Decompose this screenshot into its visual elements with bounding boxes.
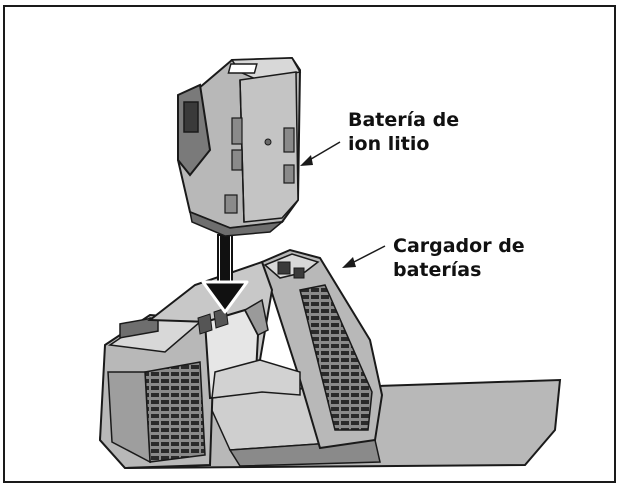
battery-pack-icon — [176, 56, 302, 237]
down-arrow-icon — [201, 234, 249, 314]
charger-label-line2: baterías — [393, 259, 482, 281]
charger-leader-line — [342, 245, 386, 268]
battery-label: Batería de ion litio — [348, 108, 459, 156]
battery-leader-line — [300, 141, 341, 166]
battery-label-line1: Batería de — [348, 109, 460, 131]
battery-label-line2: ion litio — [348, 133, 430, 155]
charger-label: Cargador de baterías — [393, 234, 525, 282]
charger-label-line1: Cargador de — [393, 235, 525, 257]
charger-icon — [98, 248, 562, 470]
